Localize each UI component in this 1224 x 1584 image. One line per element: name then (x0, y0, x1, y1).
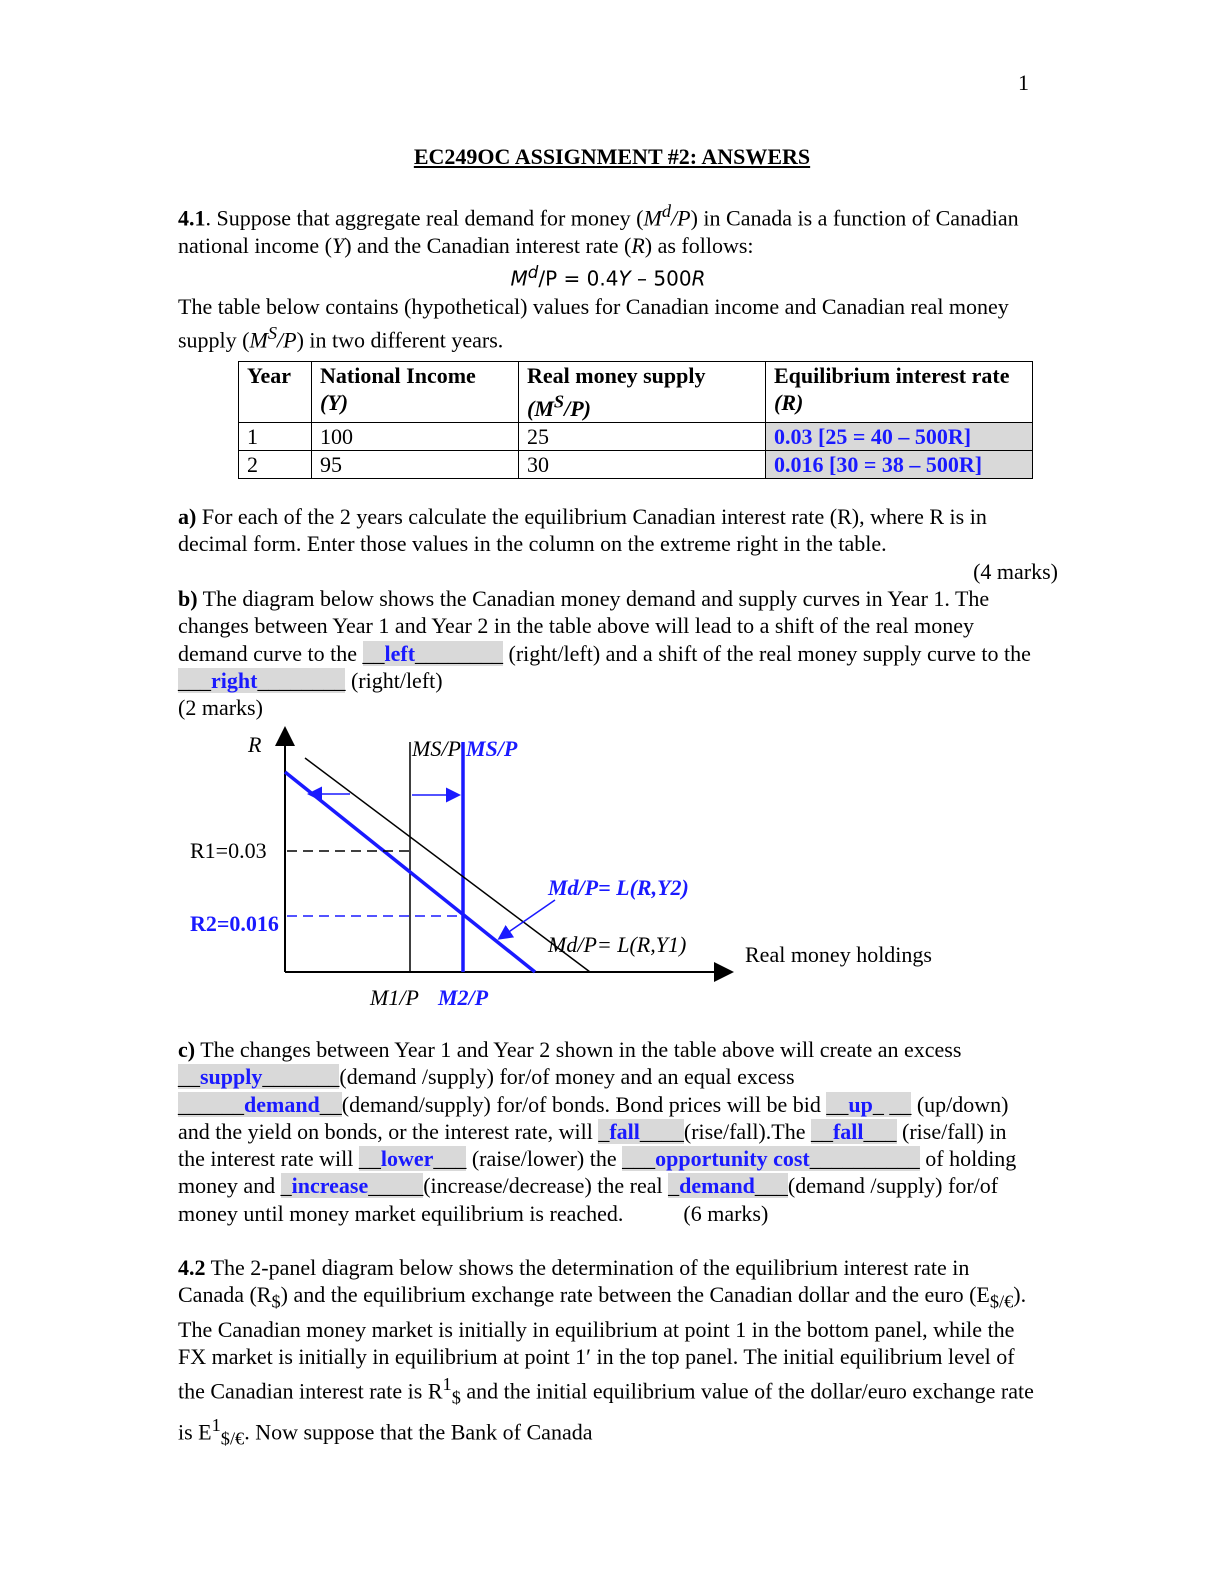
m2-label: M2/P (437, 985, 489, 1010)
money-demand-equation: Md/P = 0.4Y – 500R (510, 262, 706, 291)
part-b: b) The diagram below shows the Canadian … (178, 585, 1038, 721)
answer-blank: __supply_______ (178, 1064, 340, 1090)
part-a: a) For each of the 2 years calculate the… (178, 504, 1058, 584)
money-supply-label-1: MS/P (411, 736, 461, 761)
table-cell-supply: 30 (518, 450, 766, 480)
answer-blank: ___right________ (178, 667, 346, 693)
table-cell-income: 100 (311, 422, 519, 452)
question-4-1-intro: 4.1. Suppose that aggregate real demand … (178, 198, 1038, 354)
table-cell-year: 2 (238, 450, 312, 480)
demand-label-pointer (497, 899, 556, 940)
answer-blank: _increase_____ (280, 1173, 424, 1199)
table-cell-income: 95 (311, 450, 519, 480)
table-header-cell: Equilibrium interest rate(R) (765, 360, 1033, 424)
table-cell-year: 1 (238, 422, 312, 452)
table-row: 1 100 25 0.03 [25 = 40 – 500R] (238, 422, 1033, 452)
question-number: 4.2 (178, 1255, 206, 1280)
answer-blank: __up_ __ (826, 1091, 912, 1117)
money-demand-label-2: Md/P= L(R,Y2) (547, 875, 689, 900)
part-c: c) The changes between Year 1 and Year 2… (178, 1037, 1017, 1226)
table-row: 2 95 30 0.016 [30 = 38 – 500R] (238, 450, 1033, 480)
answer-blank: __fall___ (810, 1118, 897, 1144)
money-demand-label-1: Md/P= L(R,Y1) (547, 932, 686, 957)
marks: (2 marks) (178, 695, 263, 721)
money-market-table: Year National Income(Y) Real money suppl… (238, 360, 1033, 480)
money-market-diagram: R Real money holdings MS/P MS/P R1=0.03 … (190, 726, 932, 1010)
answer-blank: _fall____ (598, 1118, 684, 1144)
answer-blank: __left________ (362, 640, 504, 666)
money-supply-label-2: MS/P (465, 736, 518, 761)
money-demand-curve-2 (283, 770, 537, 974)
answer-blank: _demand___ (668, 1173, 788, 1199)
table-cell-rate: 0.016 [30 = 38 – 500R] (765, 450, 1033, 480)
table-header-row: Year National Income(Y) Real money suppl… (238, 360, 1033, 424)
table-cell-supply: 25 (518, 422, 766, 452)
m1-label: M1/P (369, 985, 419, 1010)
question-4-2: 4.2 The 2-panel diagram below shows the … (178, 1255, 1034, 1449)
marks: (4 marks) (973, 558, 1058, 584)
answer-blank: ___opportunity cost__________ (622, 1146, 920, 1172)
answer-blank: __lower___ (358, 1146, 467, 1172)
y-axis-label: R (247, 732, 262, 757)
answer-blank: ______demand__ (178, 1091, 342, 1117)
table-cell-rate: 0.03 [25 = 40 – 500R] (765, 422, 1033, 452)
question-number: 4.1 (178, 205, 206, 231)
table-header-cell: National Income(Y) (311, 360, 519, 424)
x-axis-label: Real money holdings (745, 942, 932, 967)
table-header-cell: Year (238, 360, 312, 424)
money-demand-curve-1 (304, 757, 591, 973)
page-title: EC249OC ASSIGNMENT #2: ANSWERS (413, 144, 811, 169)
page-number: 1 (1018, 70, 1029, 95)
r1-label: R1=0.03 (190, 838, 267, 863)
marks: (6 marks) (683, 1200, 769, 1226)
table-header-cell: Real money supply(MS/P) (518, 360, 766, 424)
r2-label: R2=0.016 (190, 911, 279, 936)
